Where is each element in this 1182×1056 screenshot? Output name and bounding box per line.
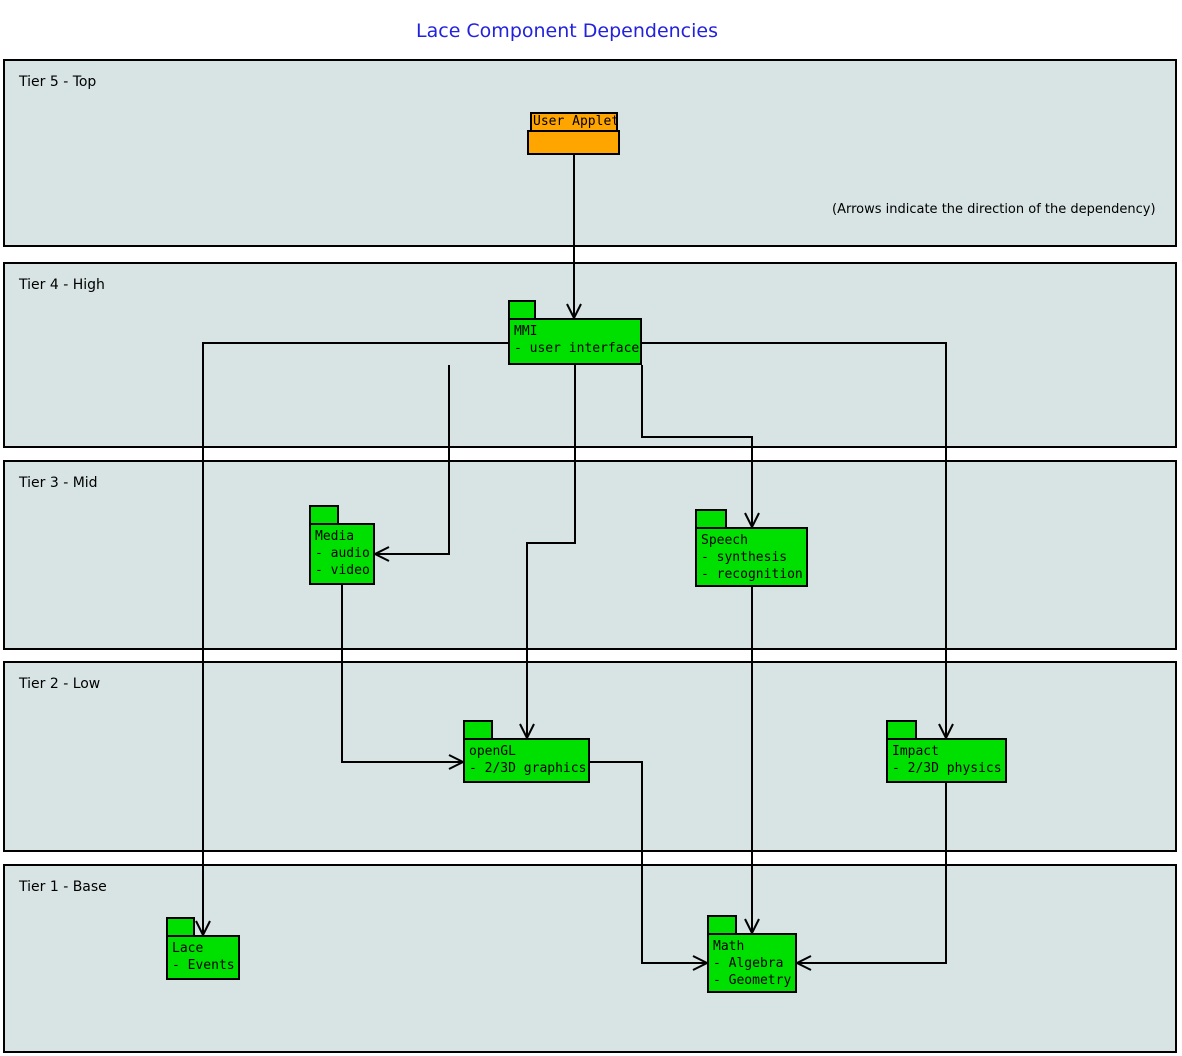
edge-media-to-opengl (341, 585, 466, 770)
edge-mmi-to-speech (641, 365, 760, 530)
component-speech-name: Speech (701, 533, 748, 548)
component-media-tab (309, 505, 339, 525)
edge-speech-to-math (744, 587, 760, 936)
tier-4-label: Tier 4 - High (19, 277, 105, 293)
tier-5-label: Tier 5 - Top (19, 74, 97, 90)
tier-3-label: Tier 3 - Mid (19, 475, 98, 491)
component-user-applet-body (527, 130, 620, 155)
component-speech-line: - recognition (701, 567, 803, 582)
tier-band-2: Tier 2 - Low (3, 661, 1177, 852)
component-lace-line: - Events (172, 958, 235, 973)
tier-1-label: Tier 1 - Base (19, 879, 107, 895)
component-math-tab (707, 915, 737, 935)
component-mmi-tab (508, 300, 536, 320)
edge-impact-to-math (794, 783, 947, 971)
component-opengl-line: - 2/3D graphics (469, 761, 587, 776)
component-math-line: - Algebra (713, 956, 784, 971)
component-impact-tab (886, 720, 917, 740)
component-lace: Lace - Events (166, 935, 240, 980)
edge-mmi-to-lace (195, 342, 508, 938)
edge-user-applet-to-mmi (566, 155, 582, 321)
tier-2-label: Tier 2 - Low (19, 676, 101, 692)
arrow-direction-note: (Arrows indicate the direction of the de… (832, 202, 1156, 217)
component-media: Media - audio - video (309, 523, 375, 585)
diagram-title: Lace Component Dependencies (416, 20, 718, 42)
component-user-applet: User Applet (530, 112, 619, 132)
component-math-line: - Geometry (713, 973, 792, 988)
tier-band-3: Tier 3 - Mid (3, 460, 1177, 650)
component-opengl-name: openGL (469, 744, 516, 759)
edge-mmi-to-media (372, 365, 450, 562)
component-lace-tab (166, 917, 195, 937)
component-media-line: - video (315, 563, 370, 578)
component-math-name: Math (713, 939, 745, 954)
component-media-line: - audio (315, 546, 370, 561)
component-mmi: MMI - user interface (508, 318, 642, 365)
component-media-name: Media (315, 529, 355, 544)
edge-opengl-to-math (590, 761, 710, 971)
component-opengl: openGL - 2/3D graphics (463, 738, 590, 783)
component-speech-tab (695, 509, 727, 529)
component-speech: Speech - synthesis - recognition (695, 527, 808, 587)
component-lace-name: Lace (172, 941, 204, 956)
component-speech-line: - synthesis (701, 550, 788, 565)
component-opengl-tab (463, 720, 493, 740)
component-mmi-name: MMI (514, 324, 538, 339)
component-impact-line: - 2/3D physics (892, 761, 1002, 776)
component-mmi-line: - user interface (514, 341, 640, 356)
edge-mmi-to-opengl (519, 365, 576, 741)
component-impact-name: Impact (892, 744, 939, 759)
component-math: Math - Algebra - Geometry (707, 933, 797, 993)
component-impact: Impact - 2/3D physics (886, 738, 1007, 783)
